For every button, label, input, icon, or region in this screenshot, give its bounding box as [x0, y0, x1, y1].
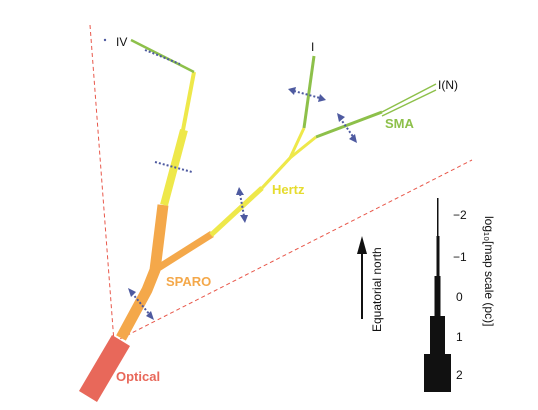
hertz-left-trunk [160, 128, 188, 207]
i-segment [302, 55, 316, 129]
scale-seg-minus2 [437, 198, 439, 236]
hertz-right-branch [209, 186, 264, 237]
scale-tick-label: 2 [456, 368, 463, 382]
hertz-left-upper [181, 71, 196, 131]
region-i-label: I [311, 40, 314, 54]
north-label: Equatorial north [370, 247, 384, 332]
sma-label: SMA [385, 116, 415, 131]
scale-tick-label: 1 [456, 330, 463, 344]
cone-right-dashed-line [113, 159, 473, 343]
hertz-to-sma [260, 135, 317, 190]
iv-dot [103, 38, 107, 42]
arrow-sma [337, 113, 357, 143]
scale-tick-label: −1 [453, 250, 467, 264]
arrow-sparo [128, 288, 154, 320]
scale-axis-label: log₁₀[map scale (pc)] [482, 216, 496, 326]
cone-left-dashed-line [89, 24, 115, 343]
arrow-hertz [236, 187, 248, 223]
sma-segment [315, 110, 383, 139]
scale-bar [424, 198, 451, 392]
in-segment-a [381, 83, 437, 113]
optical-label: Optical [116, 369, 160, 384]
iv-segment [130, 38, 195, 74]
hertz-to-i [260, 127, 306, 190]
in-segment-b [381, 89, 437, 117]
region-in-label: I(N) [438, 78, 458, 92]
optical-segment [79, 335, 130, 402]
scale-ticks: −2 −1 0 1 2 [453, 208, 467, 382]
sparo-branch [153, 231, 214, 273]
scale-seg-1 [430, 316, 445, 354]
north-arrow-head [357, 236, 367, 254]
scale-tick-label: 0 [456, 290, 463, 304]
arrow-i [288, 87, 326, 102]
scale-seg-minus1 [436, 236, 440, 276]
field-arrows [128, 87, 357, 320]
sparo-label: SPARO [166, 274, 211, 289]
hertz-label: Hertz [272, 182, 305, 197]
sparo-trunk [116, 204, 169, 341]
scale-tick-label: −2 [453, 208, 467, 222]
scale-seg-2 [424, 354, 451, 392]
region-iv-label: IV [116, 35, 127, 49]
scale-seg-0 [434, 276, 441, 316]
